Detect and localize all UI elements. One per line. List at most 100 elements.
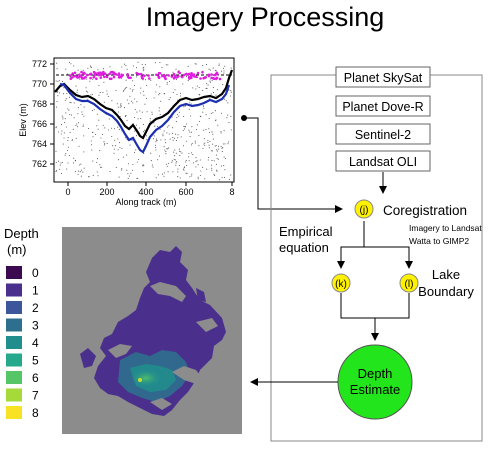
noise-points: [55, 61, 232, 181]
noise-point: [141, 63, 143, 66]
noise-point: [150, 152, 152, 154]
noise-point: [229, 95, 231, 97]
noise-point: [55, 106, 58, 108]
noise-point: [126, 86, 128, 88]
noise-point: [223, 98, 225, 100]
noise-point: [124, 137, 127, 139]
noise-point: [169, 80, 171, 83]
noise-point: [191, 126, 193, 128]
magenta-point: [80, 70, 83, 74]
magenta-point: [155, 73, 158, 77]
noise-point: [129, 95, 131, 97]
noise-point: [73, 157, 75, 159]
magenta-point: [126, 73, 129, 76]
noise-point: [192, 162, 194, 164]
noise-point: [205, 114, 207, 116]
noise-point: [181, 152, 183, 154]
noise-point: [214, 69, 216, 71]
noise-point: [175, 133, 177, 135]
magenta-point: [170, 75, 174, 78]
noise-point: [102, 133, 104, 136]
step-l-label: (l): [405, 279, 414, 290]
noise-point: [89, 80, 91, 82]
noise-point: [191, 175, 193, 177]
noise-point: [67, 146, 69, 148]
noise-point: [154, 144, 157, 146]
noise-point: [126, 154, 128, 156]
island-shape: [196, 318, 218, 332]
noise-point: [182, 83, 184, 85]
noise-point: [177, 113, 179, 116]
noise-point: [197, 178, 199, 180]
depth-map: [62, 227, 242, 434]
noise-point: [178, 164, 180, 167]
noise-point: [77, 173, 79, 176]
noise-point: [217, 145, 220, 147]
noise-point: [179, 154, 181, 156]
magenta-point: [157, 75, 160, 78]
noise-point: [69, 113, 71, 116]
noise-point: [144, 63, 146, 65]
noise-point: [218, 65, 220, 67]
noise-point: [77, 113, 79, 115]
noise-point: [180, 95, 182, 97]
noise-point: [215, 154, 217, 156]
noise-point: [120, 169, 123, 171]
noise-point: [99, 92, 101, 94]
noise-point: [152, 138, 154, 140]
noise-point: [224, 143, 226, 145]
noise-point: [142, 90, 144, 92]
legend-swatch: [6, 353, 22, 367]
noise-point: [149, 118, 151, 120]
noise-point: [175, 121, 177, 123]
noise-point: [93, 108, 95, 110]
noise-point: [195, 63, 197, 65]
noise-point: [143, 131, 145, 133]
noise-point: [212, 150, 214, 152]
magenta-point: [73, 71, 77, 75]
magenta-point: [73, 74, 77, 78]
legend-swatch: [6, 301, 22, 314]
noise-point: [62, 116, 64, 118]
noise-point: [160, 76, 162, 78]
magenta-point: [89, 72, 93, 76]
noise-point: [131, 169, 134, 171]
noise-point: [195, 157, 197, 159]
noise-point: [87, 67, 89, 69]
noise-point: [124, 88, 126, 90]
noise-point: [184, 126, 186, 128]
noise-point: [122, 156, 124, 158]
noise-point: [102, 124, 104, 127]
noise-point: [221, 147, 223, 149]
noise-point: [116, 103, 118, 105]
noise-point: [183, 166, 185, 168]
noise-point: [129, 88, 131, 90]
noise-point: [194, 140, 196, 142]
noise-point: [72, 162, 75, 164]
noise-point: [96, 161, 98, 164]
noise-point: [176, 93, 178, 95]
noise-point: [175, 162, 177, 164]
noise-point: [210, 164, 212, 166]
noise-point: [172, 71, 174, 73]
deepest-point: [138, 378, 142, 382]
noise-point: [208, 128, 210, 130]
magenta-point: [190, 76, 193, 79]
noise-point: [136, 76, 138, 78]
noise-point: [183, 106, 185, 108]
noise-point: [206, 168, 208, 170]
noise-point: [137, 177, 139, 179]
noise-point: [212, 143, 214, 145]
magenta-point: [218, 77, 222, 81]
lake-boundary-label: Boundary: [418, 284, 474, 299]
noise-point: [69, 101, 71, 103]
noise-point: [74, 160, 76, 162]
x-tick-label: 400: [138, 187, 153, 197]
j-to-l-arrow: [364, 246, 413, 269]
noise-point: [212, 86, 214, 89]
noise-point: [182, 129, 184, 132]
noise-point: [108, 118, 110, 120]
noise-point: [155, 149, 157, 151]
noise-point: [203, 107, 205, 109]
source-box: [335, 95, 431, 117]
